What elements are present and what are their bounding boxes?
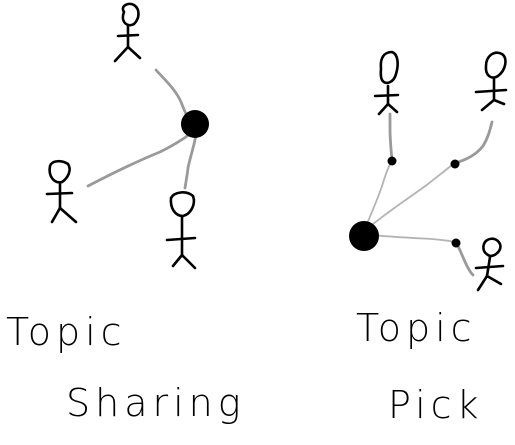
relay-node [387, 156, 397, 166]
relay-node [451, 238, 461, 248]
link-hub-to-top-person [154, 68, 190, 120]
topic-sharing-diagram [45, 2, 209, 270]
person-figure [373, 50, 400, 116]
link-hub-to-bottom-person [183, 133, 198, 190]
person-figure [113, 2, 142, 63]
link-node-3-to-person [455, 242, 475, 277]
link-hub-to-node-3 [371, 234, 456, 243]
link-hub-to-left-person [86, 132, 192, 188]
link-hub-to-node-2 [367, 164, 453, 229]
label-topic-left: Topic [6, 310, 127, 354]
topic-hub [349, 221, 379, 251]
label-pick: Pick [388, 383, 484, 427]
person-figure [474, 51, 508, 112]
relay-node [450, 159, 460, 169]
person-figure [474, 237, 505, 292]
link-node-2-to-person [453, 120, 494, 165]
label-topic-right: Topic [356, 306, 477, 350]
link-node-1-to-person [388, 112, 394, 162]
person-figure [165, 191, 197, 270]
topic-hub [181, 110, 209, 138]
label-sharing: Sharing [66, 381, 246, 425]
link-hub-to-node-1 [365, 161, 392, 227]
topic-pick-diagram [349, 50, 508, 292]
person-figure [45, 159, 78, 224]
